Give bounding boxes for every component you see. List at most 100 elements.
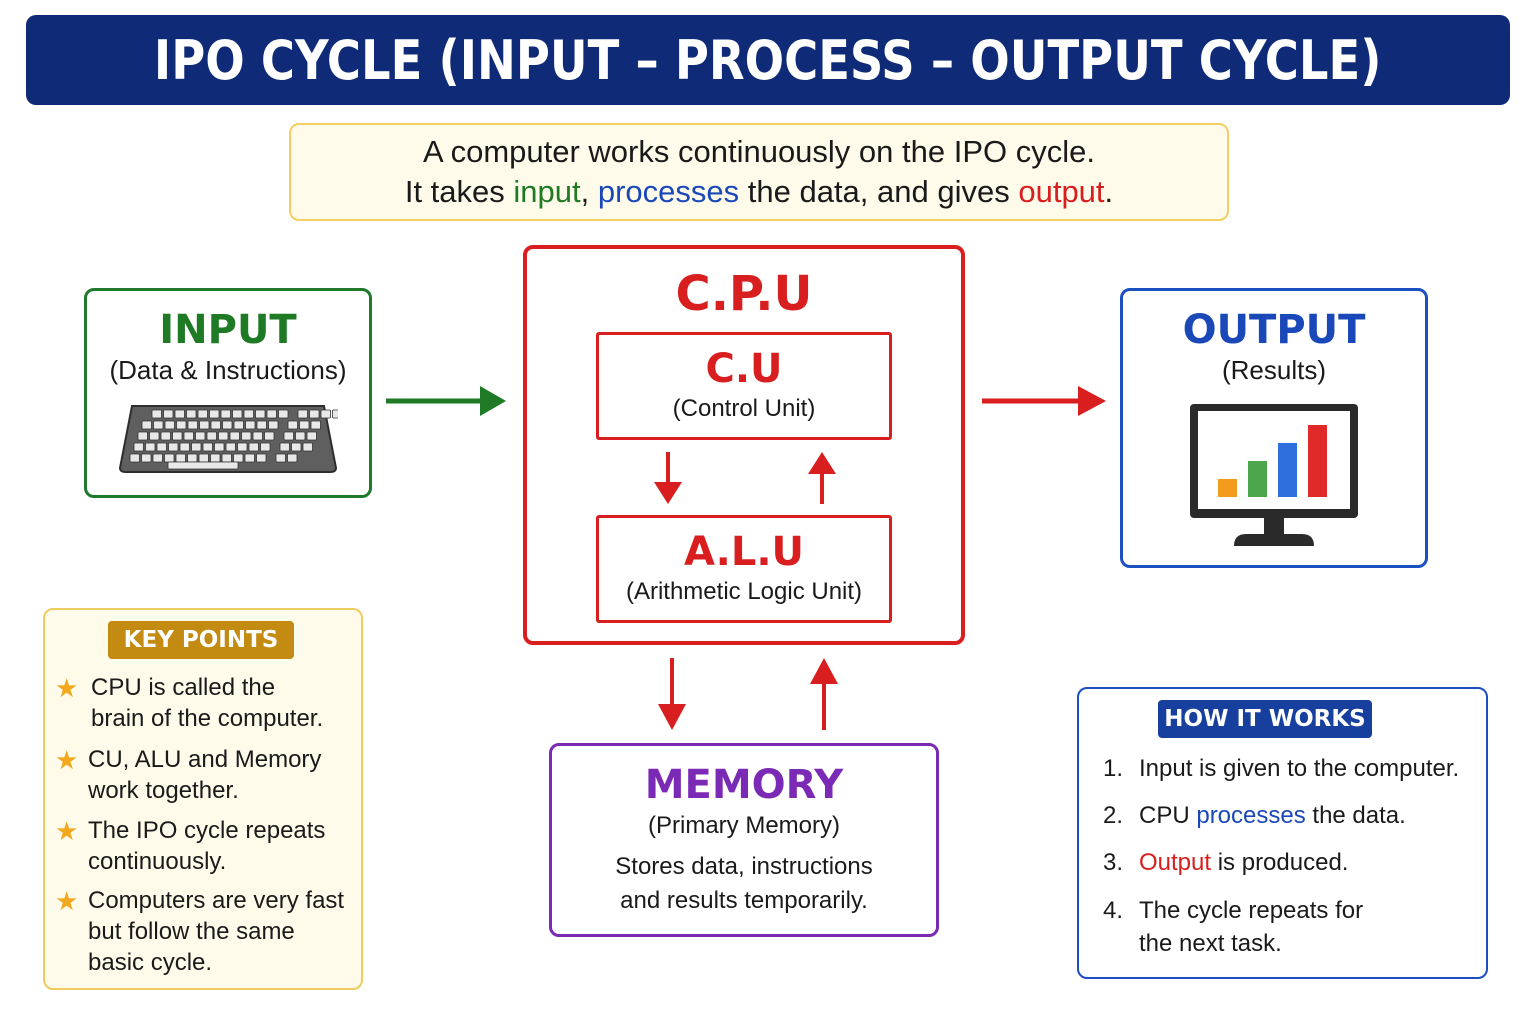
key-points-box	[43, 608, 363, 990]
keyboard-key	[197, 409, 208, 419]
cu-title: C.U	[705, 346, 783, 392]
keyboard-spacebar	[167, 461, 239, 470]
keyboard-key	[221, 453, 232, 463]
output-subtitle: (Results)	[1221, 355, 1326, 385]
memory-title: MEMORY	[644, 762, 844, 808]
alu-subtitle: (Arithmetic Logic Unit)	[625, 578, 863, 605]
memory-desc-line-2: and results temporarily.	[620, 887, 868, 914]
keyboard-key	[149, 431, 160, 441]
keyboard-key	[129, 453, 140, 463]
keyboard-key	[160, 431, 171, 441]
keyboard-key	[191, 442, 202, 452]
keyboard-key	[168, 442, 179, 452]
keyboard-key	[145, 442, 156, 452]
monitor-chart-bar	[1248, 461, 1267, 497]
intro-box: A computer works continuously on the IPO…	[289, 123, 1229, 221]
key-point-3: The IPO cycle repeats continuously.	[88, 817, 326, 875]
monitor-chart-bar	[1218, 479, 1237, 497]
step-4-number: 4.	[1103, 897, 1124, 924]
keyboard-key	[176, 420, 187, 430]
keyboard-key	[287, 420, 298, 430]
keyboard-key	[302, 442, 313, 452]
keyboard-key	[291, 442, 302, 452]
keyboard-key	[232, 409, 243, 419]
keyboard-key	[174, 409, 185, 419]
keyboard-key	[332, 409, 338, 419]
keyboard-key	[233, 420, 244, 430]
how-it-works-box	[1077, 687, 1488, 979]
monitor-chart-bar	[1278, 443, 1297, 497]
star-icon: ★	[55, 673, 79, 703]
intro-input-word: input	[513, 174, 581, 209]
keyboard-key	[309, 409, 320, 419]
memory-subtitle: (Primary Memory)	[648, 812, 840, 839]
star-icon: ★	[55, 816, 79, 846]
keyboard-key	[195, 431, 206, 441]
key-point-1: CPU is called the brain of the computer.	[91, 674, 324, 732]
keyboard-key	[244, 453, 255, 463]
keyboard-key	[183, 431, 194, 441]
cpu-title: C.P.U	[675, 266, 813, 322]
keyboard-key	[306, 431, 317, 441]
keyboard-icon	[118, 405, 338, 473]
keyboard-key	[233, 453, 244, 463]
keyboard-key	[278, 409, 289, 419]
monitor-bar-chart-icon	[1190, 404, 1358, 546]
alu-title: A.L.U	[683, 529, 805, 575]
keyboard-key	[320, 409, 331, 419]
keyboard-key	[310, 420, 321, 430]
keyboard-key	[206, 431, 217, 441]
keyboard-key	[255, 409, 266, 419]
step-1-text: Input is given to the computer.	[1139, 755, 1460, 782]
output-title: OUTPUT	[1182, 307, 1366, 353]
keyboard-key	[202, 442, 213, 452]
keyboard-key	[264, 431, 275, 441]
input-subtitle: (Data & Instructions)	[109, 355, 347, 385]
page-title: IPO CYCLE (INPUT – PROCESS – OUTPUT CYCL…	[154, 28, 1382, 92]
intro-output-word: output	[1018, 174, 1105, 209]
keyboard-key	[186, 409, 197, 419]
arrow-alu-to-cu	[808, 452, 836, 504]
alu-box: A.L.U (Arithmetic Logic Unit)	[596, 515, 892, 623]
intro-line-1: A computer works continuously on the IPO…	[423, 134, 1095, 169]
keyboard-key	[137, 431, 148, 441]
keyboard-key	[209, 409, 220, 419]
step-4-text: The cycle repeats for the next task.	[1139, 897, 1364, 957]
key-point-2: CU, ALU and Memory work together.	[88, 746, 322, 804]
arrow-cpu-to-output	[982, 386, 1106, 416]
keyboard-key	[220, 409, 231, 419]
keyboard-key	[218, 431, 229, 441]
keyboard-key	[241, 431, 252, 441]
control-unit-box: C.U (Control Unit)	[596, 332, 892, 440]
keyboard-key	[163, 409, 174, 419]
keyboard-key	[175, 453, 186, 463]
arrow-memory-to-cpu	[810, 658, 838, 730]
keyboard-key	[152, 453, 163, 463]
arrow-cpu-to-memory	[658, 658, 686, 730]
keyboard-key	[287, 453, 298, 463]
keyboard-key	[187, 453, 198, 463]
keyboard-key	[229, 431, 240, 441]
star-icon: ★	[55, 886, 79, 916]
keyboard-key	[210, 420, 221, 430]
keyboard-key	[199, 420, 210, 430]
intro-line-2: It takes input, processes the data, and …	[404, 174, 1114, 209]
keyboard-key	[275, 453, 286, 463]
keyboard-key	[256, 453, 267, 463]
keyboard-key	[266, 409, 277, 419]
title-banner: IPO CYCLE (INPUT – PROCESS – OUTPUT CYCL…	[26, 15, 1510, 105]
keyboard-key	[256, 420, 267, 430]
keyboard-key	[295, 431, 306, 441]
step-2-text: CPU processes the data.	[1139, 802, 1406, 829]
keyboard-key	[268, 420, 279, 430]
keyboard-key	[164, 420, 175, 430]
keyboard-key	[283, 431, 294, 441]
how-it-works-label: HOW IT WORKS	[1158, 700, 1372, 738]
step-2-number: 2.	[1103, 802, 1124, 829]
arrow-cu-to-alu	[654, 452, 682, 504]
memory-box: MEMORY (Primary Memory) Stores data, ins…	[549, 743, 939, 937]
keyboard-key	[279, 442, 290, 452]
keyboard-key	[243, 409, 254, 419]
star-icon: ★	[55, 745, 79, 775]
keyboard-key	[187, 420, 198, 430]
